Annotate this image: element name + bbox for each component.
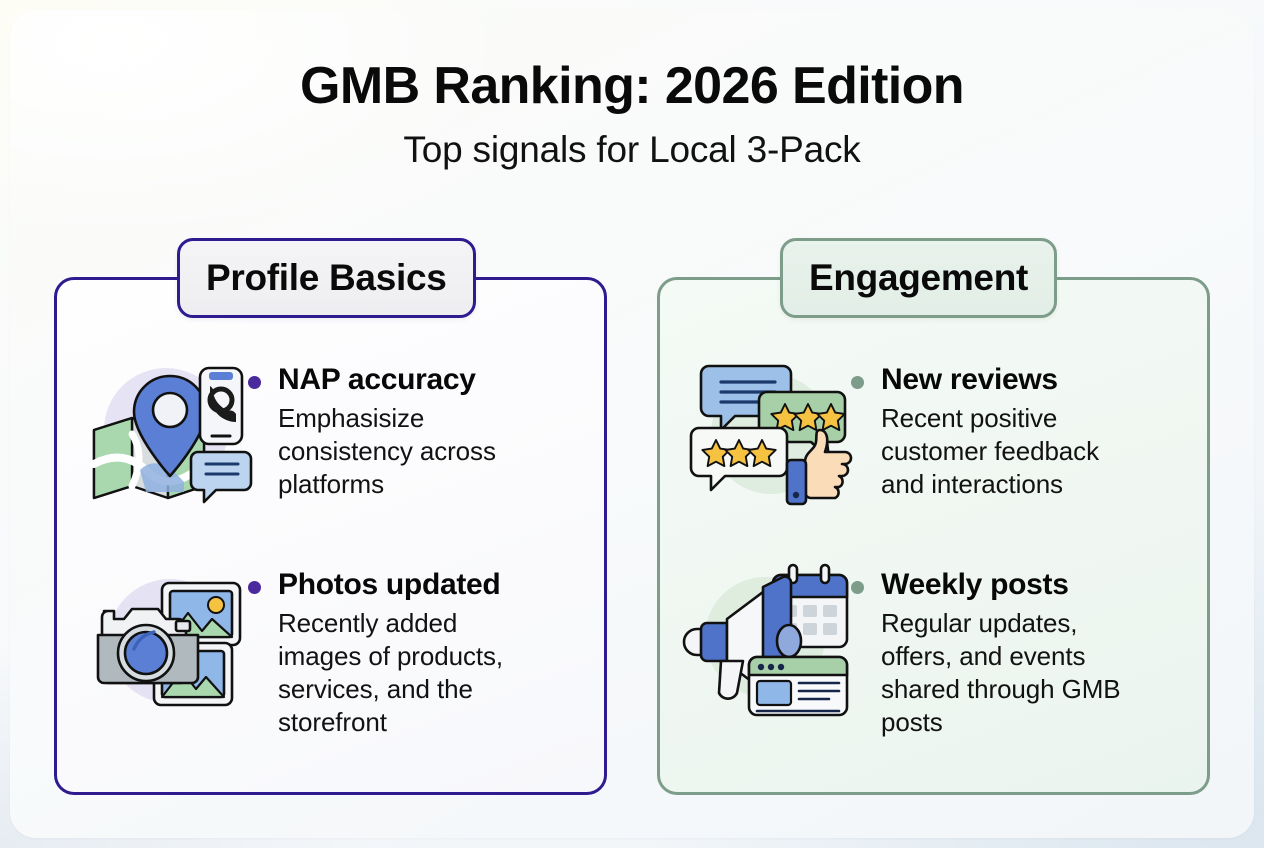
page-title: GMB Ranking: 2026 Edition	[300, 57, 965, 115]
card-profile-basics	[54, 277, 607, 795]
item-description: Regular updates, offers, and events shar…	[881, 608, 1121, 737]
item-title: New reviews	[881, 363, 1058, 396]
item-title: NAP accuracy	[278, 363, 476, 396]
bullet-dot-icon	[248, 581, 261, 594]
bullet-dot-icon	[851, 581, 864, 594]
badge-label: Profile Basics	[206, 257, 447, 298]
list-item: New reviews Recent positive customer fee…	[689, 352, 1141, 512]
review-bubbles-thumbsup-icon	[689, 352, 853, 512]
page-subtitle: Top signals for Local 3-Pack	[403, 129, 861, 171]
item-description: Recent positive customer feedback and in…	[881, 403, 1099, 499]
item-body: New reviews Recent positive customer fee…	[851, 352, 1141, 501]
bullet-dot-icon	[248, 376, 261, 389]
megaphone-calendar-post-icon	[682, 557, 851, 717]
item-body: Photos updated Recently added images of …	[248, 557, 538, 738]
badge-engagement: Engagement	[780, 238, 1058, 318]
list-item: Weekly posts Regular updates, offers, an…	[682, 557, 1141, 738]
badge-label: Engagement	[809, 257, 1029, 298]
header: GMB Ranking: 2026 Edition Top signals fo…	[0, 57, 1264, 171]
list-item: NAP accuracy Emphasisize consistency acr…	[88, 352, 538, 512]
map-pin-phone-chat-icon	[88, 352, 253, 512]
item-description: Emphasisize consistency across platforms	[278, 403, 496, 499]
item-body: NAP accuracy Emphasisize consistency acr…	[248, 352, 538, 501]
list-item: Photos updated Recently added images of …	[88, 557, 538, 738]
item-title: Weekly posts	[881, 568, 1069, 601]
item-body: Weekly posts Regular updates, offers, an…	[851, 557, 1141, 738]
camera-photos-icon	[88, 557, 248, 717]
item-description: Recently added images of products, servi…	[278, 608, 503, 737]
bullet-dot-icon	[851, 376, 864, 389]
badge-profile-basics: Profile Basics	[177, 238, 476, 318]
item-title: Photos updated	[278, 568, 501, 601]
